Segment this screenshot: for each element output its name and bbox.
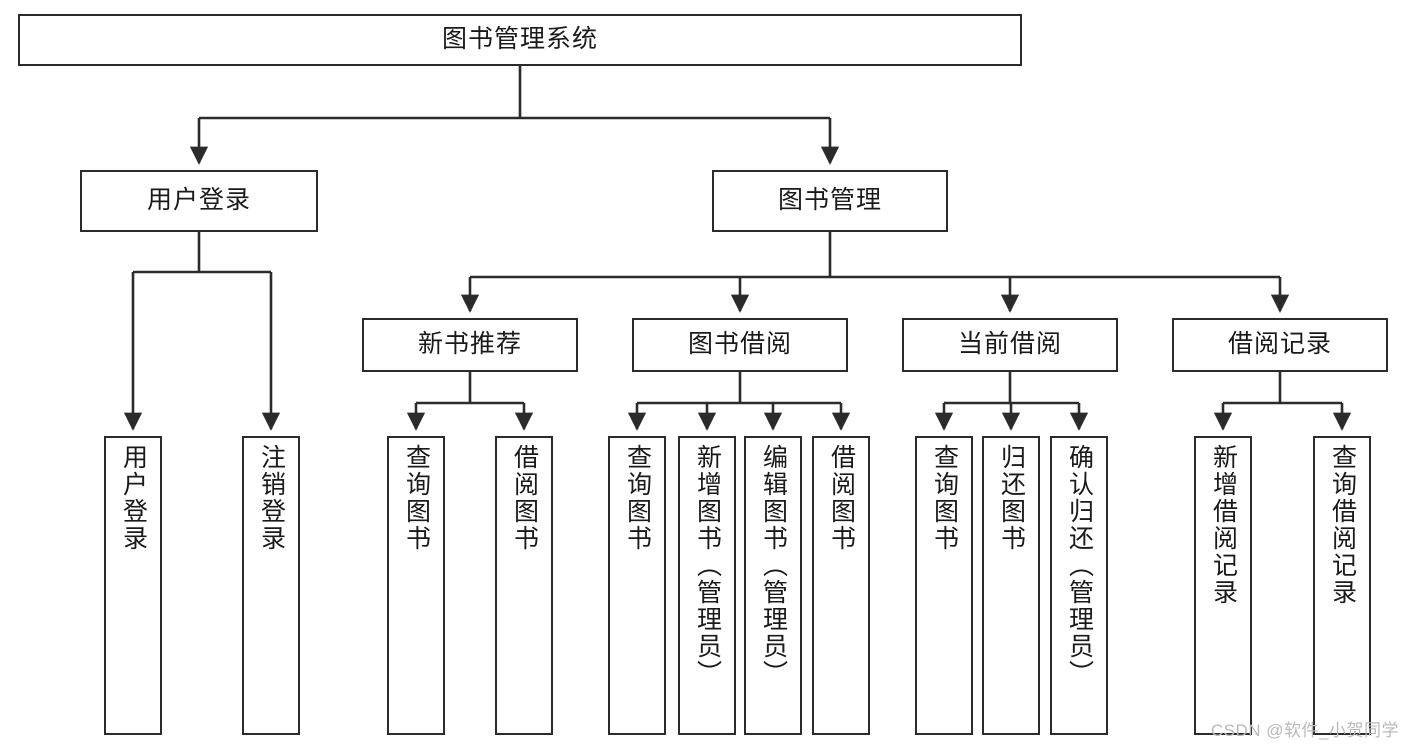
node-book-manage[interactable]: 图书管理 [712,170,948,232]
leaf-edit-book-label: 编辑图书（管理员） [759,444,788,687]
leaf-add-record-label: 新增借阅记录 [1209,444,1238,606]
leaf-query-book-2-label: 查询图书 [623,444,652,552]
node-borrow-record[interactable]: 借阅记录 [1172,318,1388,372]
node-current-borrow[interactable]: 当前借阅 [902,318,1118,372]
leaf-logout-login[interactable]: 注销登录 [242,436,300,735]
node-current-borrow-label: 当前借阅 [957,330,1062,359]
leaf-confirm-return-label: 确认归还（管理员） [1065,444,1094,687]
leaf-query-book-3[interactable]: 查询图书 [915,436,973,735]
leaf-add-book-label: 新增图书（管理员） [693,444,722,687]
node-new-book-recommend-label: 新书推荐 [417,330,522,359]
leaf-add-book[interactable]: 新增图书（管理员） [678,436,736,735]
node-book-manage-label: 图书管理 [777,186,882,215]
leaf-query-book-3-label: 查询图书 [930,444,959,552]
node-new-book-recommend[interactable]: 新书推荐 [362,318,578,372]
node-book-borrow[interactable]: 图书借阅 [632,318,848,372]
leaf-query-book-2[interactable]: 查询图书 [608,436,666,735]
leaf-query-book-1-label: 查询图书 [402,444,431,552]
node-book-borrow-label: 图书借阅 [687,330,792,359]
leaf-logout-login-label: 注销登录 [257,444,286,552]
leaf-borrow-book-2[interactable]: 借阅图书 [812,436,870,735]
leaf-borrow-book-2-label: 借阅图书 [827,444,856,552]
leaf-user-login-label: 用户登录 [119,444,148,552]
leaf-query-record-label: 查询借阅记录 [1328,444,1357,606]
node-borrow-record-label: 借阅记录 [1227,330,1332,359]
leaf-query-book-1[interactable]: 查询图书 [387,436,445,735]
node-user-login-label: 用户登录 [146,186,251,215]
leaf-borrow-book-1-label: 借阅图书 [510,444,539,552]
leaf-borrow-book-1[interactable]: 借阅图书 [495,436,553,735]
node-root[interactable]: 图书管理系统 [18,14,1022,66]
node-root-label: 图书管理系统 [441,25,598,54]
leaf-confirm-return[interactable]: 确认归还（管理员） [1050,436,1108,735]
leaf-query-record[interactable]: 查询借阅记录 [1313,436,1371,735]
leaf-user-login[interactable]: 用户登录 [104,436,162,735]
leaf-edit-book[interactable]: 编辑图书（管理员） [744,436,802,735]
leaf-return-book[interactable]: 归还图书 [982,436,1040,735]
node-user-login[interactable]: 用户登录 [80,170,318,232]
leaf-add-record[interactable]: 新增借阅记录 [1194,436,1252,735]
leaf-return-book-label: 归还图书 [997,444,1026,552]
csdn-watermark: CSDN @软件_小贺同学 [1210,721,1399,740]
